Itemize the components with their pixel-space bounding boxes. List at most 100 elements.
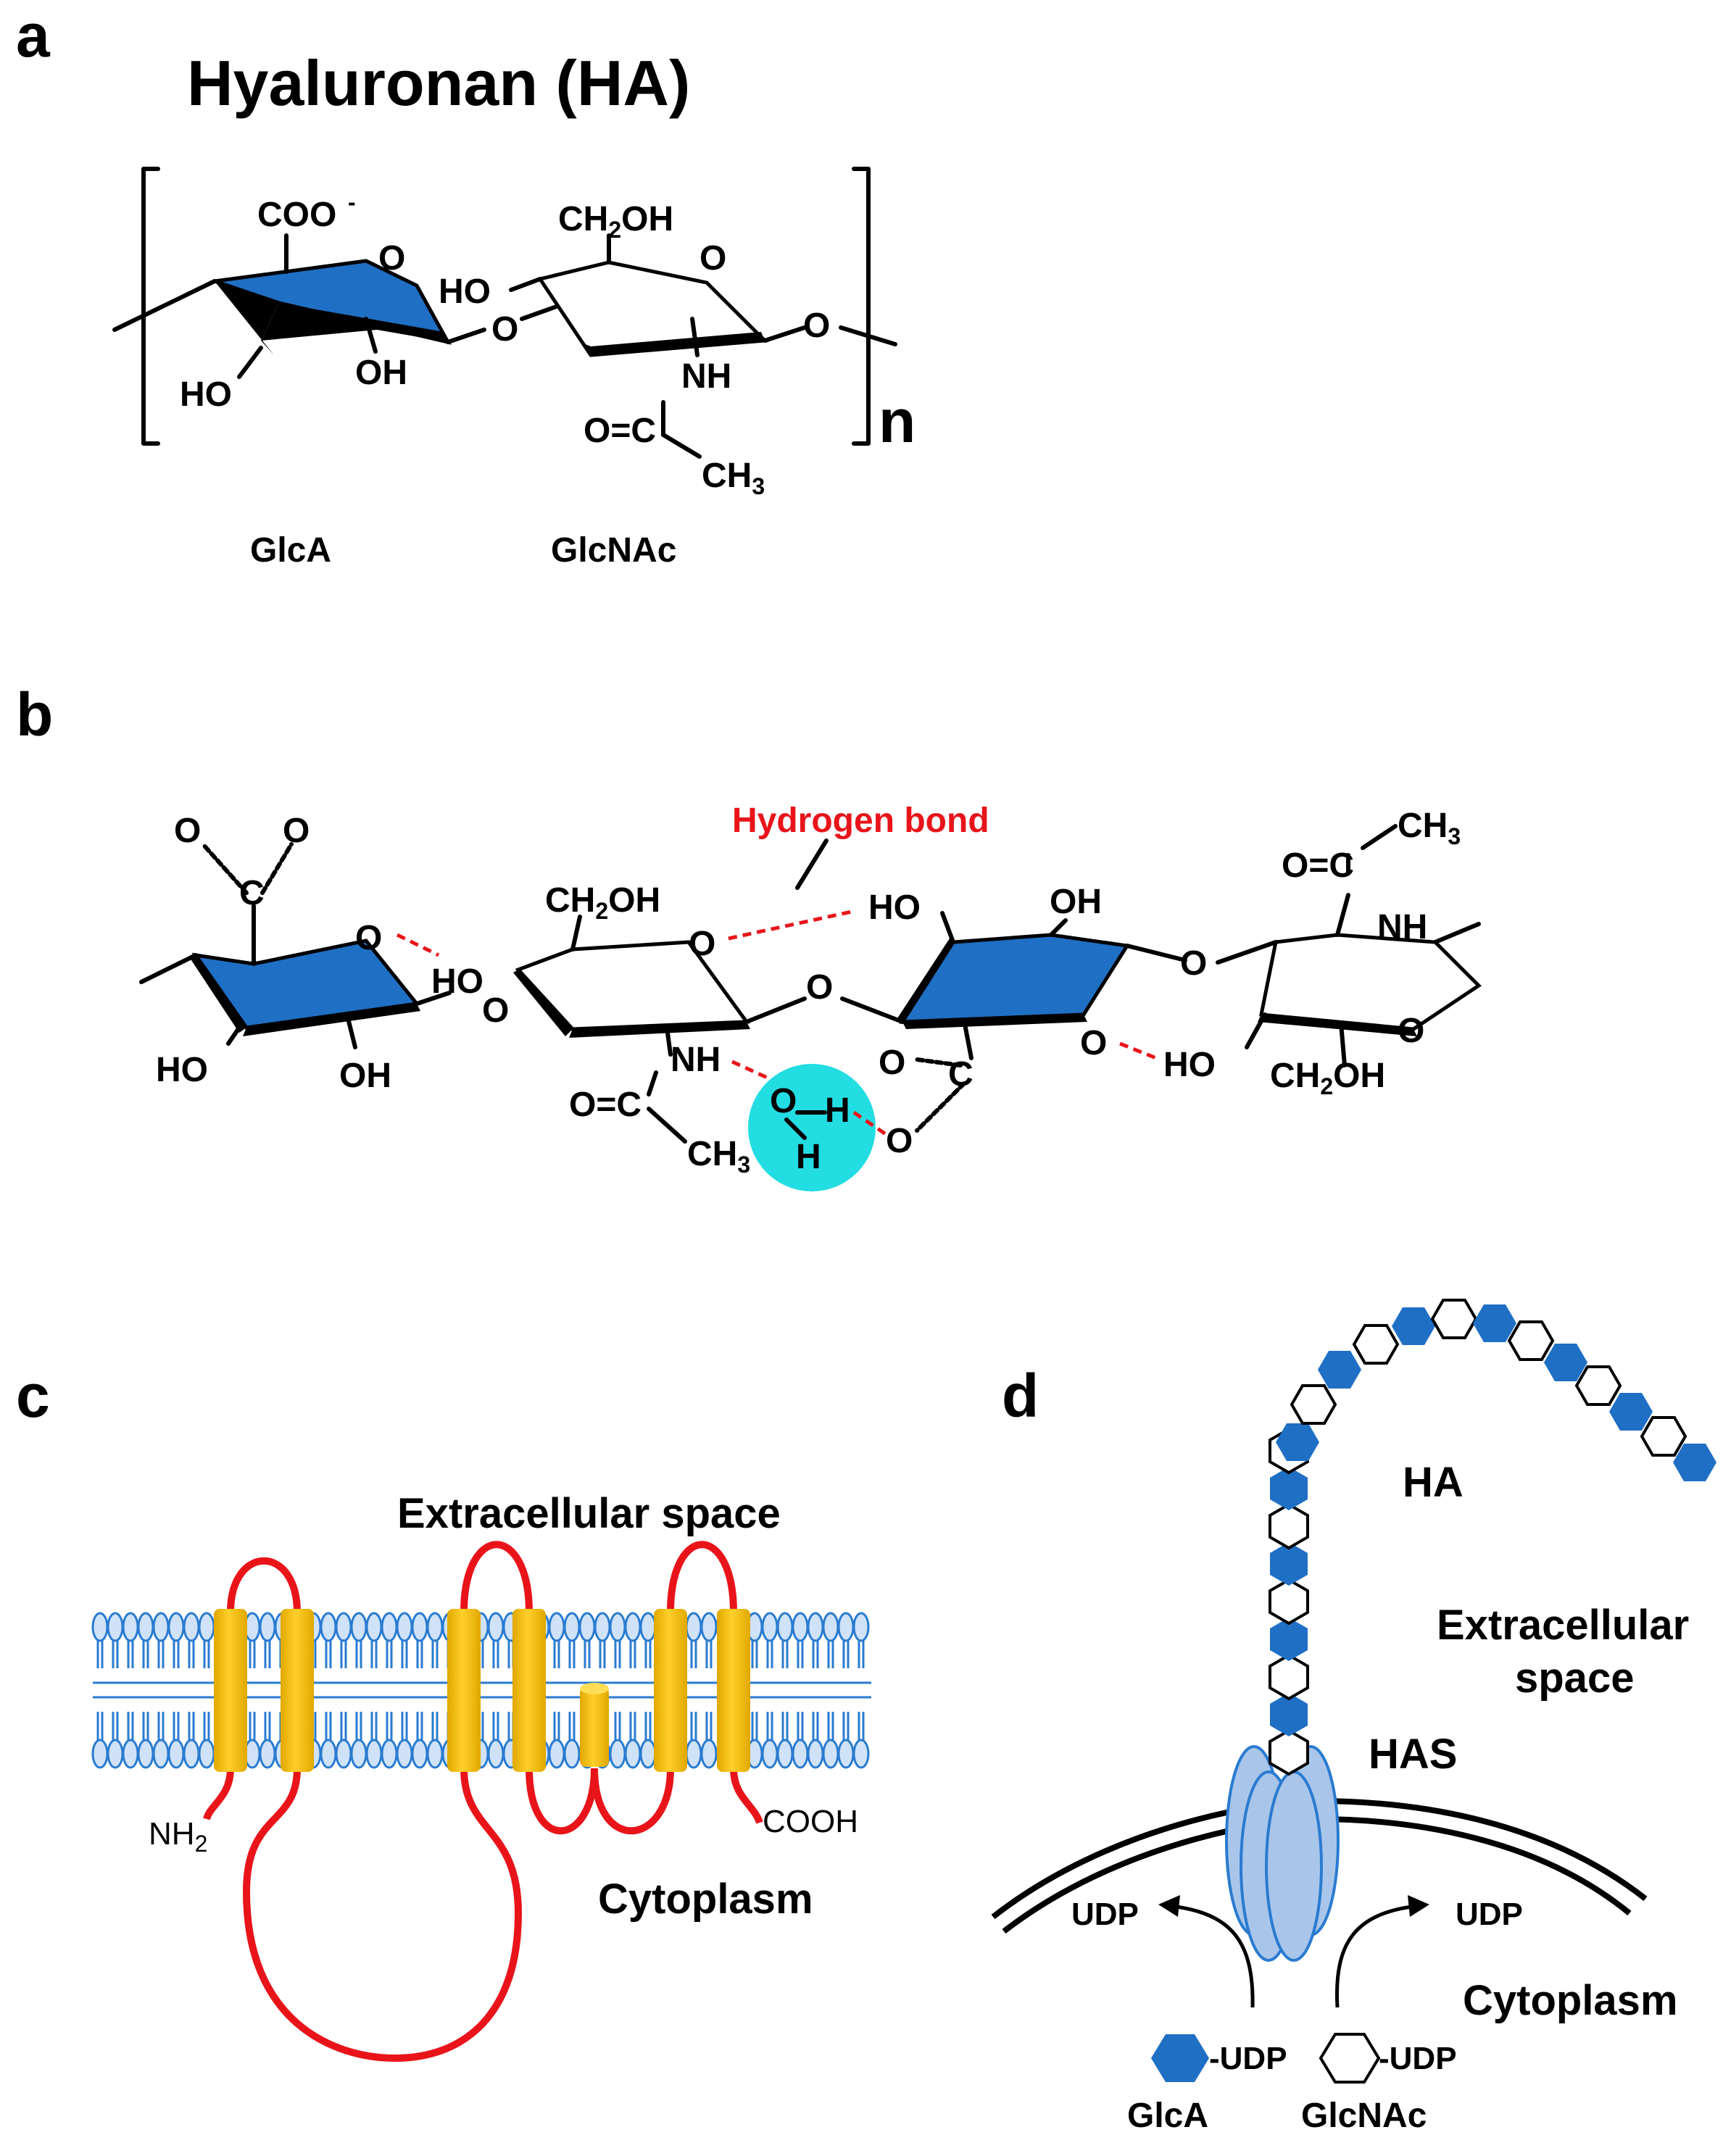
lipid-head <box>624 1739 642 1769</box>
lipid-head <box>122 1612 139 1642</box>
panel-d-label: d <box>1002 1362 1039 1430</box>
b-unit4-carbonyl: O=C <box>1282 846 1354 885</box>
b-unit2-wedge-bottom <box>569 1022 750 1038</box>
lipid-head <box>183 1612 200 1642</box>
lipid-head <box>700 1612 718 1642</box>
lipid-head <box>91 1739 109 1769</box>
b-unit3-oh-bond <box>1049 918 1068 937</box>
b-unit3-o2: O <box>886 1122 913 1160</box>
lipid-head <box>639 1739 657 1769</box>
ha-chain <box>1269 1299 1716 1776</box>
b-unit3-c: C <box>948 1055 973 1094</box>
glca-name: GlcA <box>250 531 331 570</box>
lipid-bilayer <box>91 1612 871 1769</box>
b-unit2-methyl: CH3 <box>687 1135 750 1178</box>
glca-coo: COO <box>257 196 336 234</box>
chain-bond-left <box>112 279 217 332</box>
b-hbond-5 <box>1119 1041 1157 1060</box>
b-unit3-oh: OH <box>1050 883 1102 921</box>
glcnac-end-o: O <box>803 307 830 345</box>
b-unit3-carboxyl-bond <box>962 1018 973 1060</box>
d-has-label: HAS <box>1369 1731 1457 1778</box>
b-unit3-ring <box>899 933 1131 1024</box>
lipid-head <box>807 1612 824 1642</box>
glcnac-ho-bond <box>509 277 542 292</box>
b-hbond-3 <box>731 1060 773 1082</box>
lipid-head <box>335 1739 352 1769</box>
lipid-head <box>548 1739 565 1769</box>
repeat-subscript: n <box>879 387 916 455</box>
b-unit1-link-bond <box>415 991 452 1006</box>
glca-link-bond <box>446 328 486 344</box>
b-unit2-nh-bond <box>665 1025 673 1057</box>
b-unit1-ho: HO <box>156 1051 208 1089</box>
d-glca-name: GlcA <box>1127 2097 1208 2135</box>
b-unit4-methyl-bond <box>1361 824 1398 850</box>
glca-ring-o: O <box>378 239 405 278</box>
lipid-head <box>411 1739 428 1769</box>
link-o: O <box>491 310 518 349</box>
b-link-o2-bond <box>1216 940 1278 965</box>
b-unit3-ho: HO <box>868 888 921 927</box>
lipid-head <box>822 1612 839 1642</box>
cytoplasm-label-c: Cytoplasm <box>598 1876 813 1923</box>
b-unit2-ring-o: O <box>689 925 715 963</box>
lipid-head <box>381 1612 398 1642</box>
d-udp-left: UDP <box>1071 1897 1139 1932</box>
glcnac-ring-o: O <box>699 239 726 278</box>
b-unit3-co2 <box>915 1081 966 1133</box>
b-unit2-link-o: O <box>482 991 509 1030</box>
panel-a-title: Hyaluronan (HA) <box>187 47 690 119</box>
lipid-head <box>487 1739 505 1769</box>
glca-oh-bond <box>364 317 378 354</box>
b-unit1-c: C <box>239 874 265 912</box>
chain-bond-right <box>839 325 897 346</box>
lipid-head <box>776 1612 794 1642</box>
b-unit1-oh-bond <box>346 1016 357 1049</box>
lipid-head <box>624 1612 642 1642</box>
ha-glca-unit <box>1270 1542 1308 1586</box>
lipid-head <box>137 1739 154 1769</box>
lipid-head <box>426 1612 444 1642</box>
glcnac-nh-bond <box>690 317 699 357</box>
arrow-right-curve <box>1334 1904 1418 2008</box>
b-unit1-o1: O <box>174 812 201 850</box>
ha-glcnac-unit <box>1430 1299 1478 1339</box>
b-unit2-ac-bond <box>647 1070 658 1096</box>
loop-extracellular-3 <box>667 1541 737 1613</box>
glcnac-ch2oh: CH2OH <box>558 200 673 243</box>
lipid-head <box>167 1739 185 1769</box>
lipid-head <box>107 1739 124 1769</box>
ha-glca-unit <box>1276 1423 1319 1461</box>
hydrogen-bond-label: Hydrogen bond <box>732 802 989 840</box>
glcnac-end-bond <box>763 325 807 343</box>
ha-glca-unit <box>1270 1467 1308 1510</box>
c-terminus-label: COOH <box>763 1804 858 1839</box>
b-unit1-wedge <box>190 955 246 1033</box>
lipid-head <box>487 1612 505 1642</box>
b-link-o2: O <box>1180 944 1207 983</box>
glca-ho: HO <box>180 375 232 414</box>
helix-1 <box>214 1609 247 1772</box>
b-hbond-4 <box>852 1110 887 1136</box>
lipid-head <box>107 1612 124 1642</box>
lipid-head <box>320 1739 337 1769</box>
ha-glca-unit <box>1318 1351 1361 1389</box>
helix-2 <box>281 1609 314 1772</box>
lipid-head <box>396 1612 413 1642</box>
panel-a: a Hyaluronan (HA) n COO - O HO OH O <box>16 1 916 570</box>
b-unit1-ring-o: O <box>355 919 382 957</box>
ha-glca-unit <box>1609 1393 1653 1431</box>
b-unit1-wedge-bottom <box>243 1004 420 1036</box>
lipid-head <box>426 1739 444 1769</box>
ha-glcnac-unit <box>1507 1320 1555 1361</box>
ha-glcnac-unit <box>1640 1416 1687 1457</box>
b-hbond-1 <box>396 933 440 957</box>
lipid-head <box>411 1612 428 1642</box>
b-unit4-ch2oh-bond <box>1339 1021 1347 1067</box>
lipid-head <box>776 1739 794 1769</box>
panel-b-label: b <box>16 680 53 749</box>
b-unit4-methyl: CH3 <box>1398 807 1461 849</box>
water-h1: H <box>825 1091 850 1130</box>
